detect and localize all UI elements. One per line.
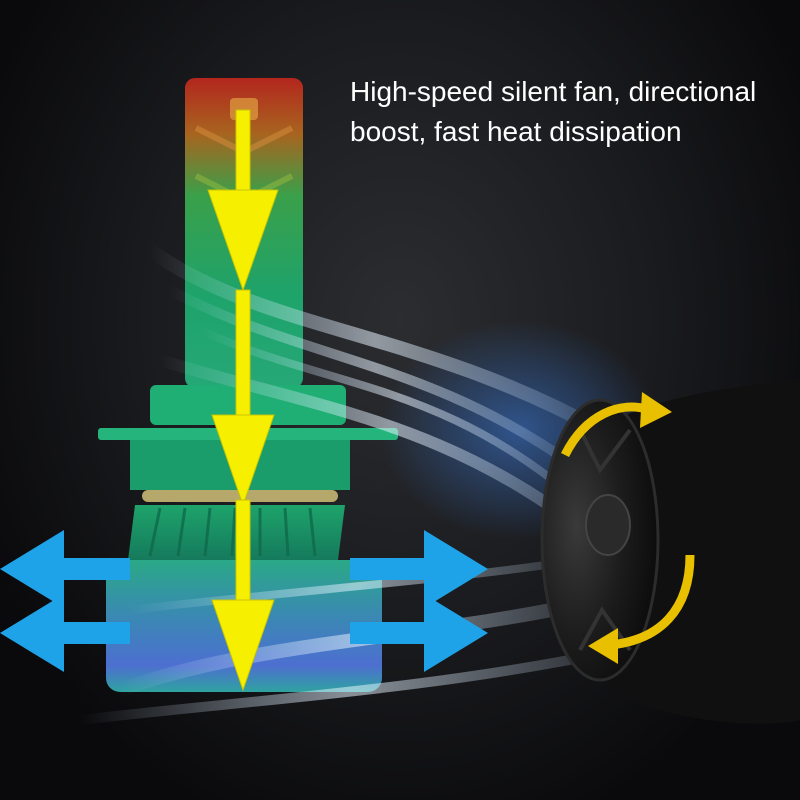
heat-flow-arrow-icon (207, 109, 279, 692)
caption-line-1: High-speed silent fan, directional (350, 76, 757, 107)
rotation-arrow-icon (560, 402, 652, 458)
feature-caption: High-speed silent fan, directional boost… (350, 72, 790, 152)
fan-hub (585, 494, 631, 556)
rotation-arrow-icon (609, 554, 695, 650)
caption-line-2: boost, fast heat dissipation (350, 116, 682, 147)
airflow-streaks (75, 243, 626, 725)
cooling-fan (540, 380, 800, 724)
airflow-arrow-icon (0, 530, 488, 672)
